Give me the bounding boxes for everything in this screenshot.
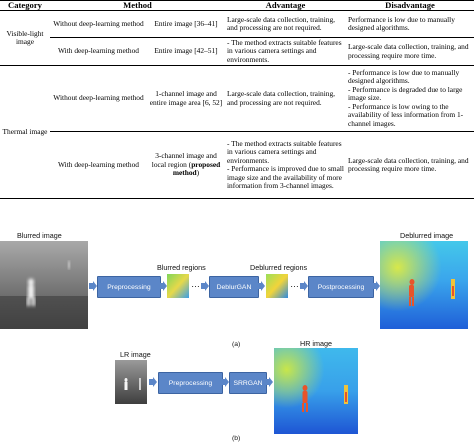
deblurred-region-thumb bbox=[266, 274, 288, 298]
header-advantage: Advantage bbox=[225, 0, 346, 11]
arrow-icon bbox=[300, 281, 308, 291]
lr-image-label: LR image bbox=[120, 350, 151, 359]
caption-a: (a) bbox=[232, 341, 241, 348]
comparison-table: Category Method Advantage Disadvantage V… bbox=[0, 0, 474, 199]
header-category: Category bbox=[0, 0, 50, 11]
category-cell: Thermal image bbox=[0, 65, 50, 199]
table-row: With deep-learning method Entire image [… bbox=[0, 37, 474, 66]
preprocessing-step-a: Preprocessing bbox=[97, 276, 161, 298]
disadvantage-line: - Performance is low owing to the availa… bbox=[348, 101, 464, 128]
table-row: Thermal image Without deep-learning meth… bbox=[0, 65, 474, 199]
approach-text: 3-channel image and local region ( bbox=[151, 151, 217, 169]
arrow-icon bbox=[89, 281, 97, 291]
header-disadvantage: Disadvantage bbox=[346, 0, 474, 11]
method-cell: Without deep-learning method bbox=[53, 93, 144, 103]
arrow-icon bbox=[257, 281, 265, 291]
blurred-regions-label: Blurred regions bbox=[157, 263, 206, 272]
caption-b: (b) bbox=[232, 435, 241, 442]
disadvantage-cell: Performance is low due to manually desig… bbox=[348, 14, 455, 32]
hr-image bbox=[274, 348, 358, 434]
blurred-region-picture bbox=[167, 274, 189, 298]
table-header-row: Category Method Advantage Disadvantage bbox=[0, 0, 474, 11]
advantage-cell: Large-scale data collection, training, a… bbox=[227, 14, 336, 32]
advantage-cell: Large-scale data collection, training, a… bbox=[227, 89, 336, 107]
disadvantage-line: - Performance is low due to manually des… bbox=[348, 67, 460, 86]
advantage-cell: - The method extracts suitable features … bbox=[225, 37, 346, 66]
preprocessing-step-b: Preprocessing bbox=[158, 372, 223, 394]
method-cell: Without deep-learning method bbox=[53, 18, 144, 28]
table-row: With deep-learning method 3-channel imag… bbox=[0, 131, 474, 199]
disadvantage-cell: Large-scale data collection, training, a… bbox=[346, 37, 474, 66]
hr-image-label: HR image bbox=[300, 339, 332, 348]
arrow-icon bbox=[265, 377, 273, 387]
lr-thermal-picture bbox=[115, 360, 147, 404]
lr-image bbox=[115, 360, 147, 404]
deblurgan-step: DeblurGAN bbox=[209, 276, 259, 298]
deblurred-image bbox=[380, 241, 468, 329]
table-row: Visible-light image Without deep-learnin… bbox=[0, 10, 474, 66]
arrow-icon bbox=[159, 281, 167, 291]
arrow-icon bbox=[372, 281, 380, 291]
advantage-cell: - The method extracts suitable features … bbox=[225, 131, 346, 199]
disadvantage-cell: Large-scale data collection, training, a… bbox=[346, 131, 474, 199]
arrow-icon bbox=[201, 281, 209, 291]
proposed-method-text: proposed method bbox=[172, 159, 221, 178]
advantage-line: - The method extracts suitable features … bbox=[227, 138, 342, 165]
blurred-image bbox=[0, 241, 88, 329]
approach-cell: Entire image [42–51] bbox=[147, 37, 225, 66]
approach-cell: Entire image [36–41] bbox=[154, 18, 218, 28]
ellipsis-a1: … bbox=[191, 279, 200, 289]
deblurred-regions-label: Deblurred regions bbox=[250, 263, 308, 272]
deblurred-thermal-picture bbox=[380, 241, 468, 329]
approach-cell: 3-channel image and local region (propos… bbox=[147, 131, 225, 199]
postprocessing-step: Postprocessing bbox=[308, 276, 374, 298]
blurred-thermal-picture bbox=[0, 241, 88, 329]
srrgan-step: SRRGAN bbox=[229, 372, 267, 394]
arrow-icon bbox=[221, 377, 229, 387]
disadvantage-line: - Performance is degraded due to large i… bbox=[348, 84, 463, 103]
header-method: Method bbox=[50, 0, 225, 11]
advantage-line: - Performance is improved due to small i… bbox=[227, 164, 344, 190]
arrow-icon bbox=[149, 377, 157, 387]
blurred-region-thumb bbox=[167, 274, 189, 298]
disadvantage-cell: - Performance is low due to manually des… bbox=[346, 66, 474, 132]
method-cell: With deep-learning method bbox=[50, 37, 147, 66]
approach-text-end: ) bbox=[196, 168, 200, 178]
deblurred-region-picture bbox=[266, 274, 288, 298]
method-cell: With deep-learning method bbox=[50, 131, 147, 199]
blurred-image-label: Blurred image bbox=[17, 231, 62, 240]
category-cell: Visible-light image bbox=[0, 10, 50, 66]
hr-thermal-picture bbox=[274, 348, 358, 434]
ellipsis-a2: … bbox=[290, 279, 299, 289]
deblurred-image-label: Deblurred image bbox=[400, 231, 454, 240]
approach-cell: 1-channel image and entire image area [6… bbox=[149, 89, 223, 107]
